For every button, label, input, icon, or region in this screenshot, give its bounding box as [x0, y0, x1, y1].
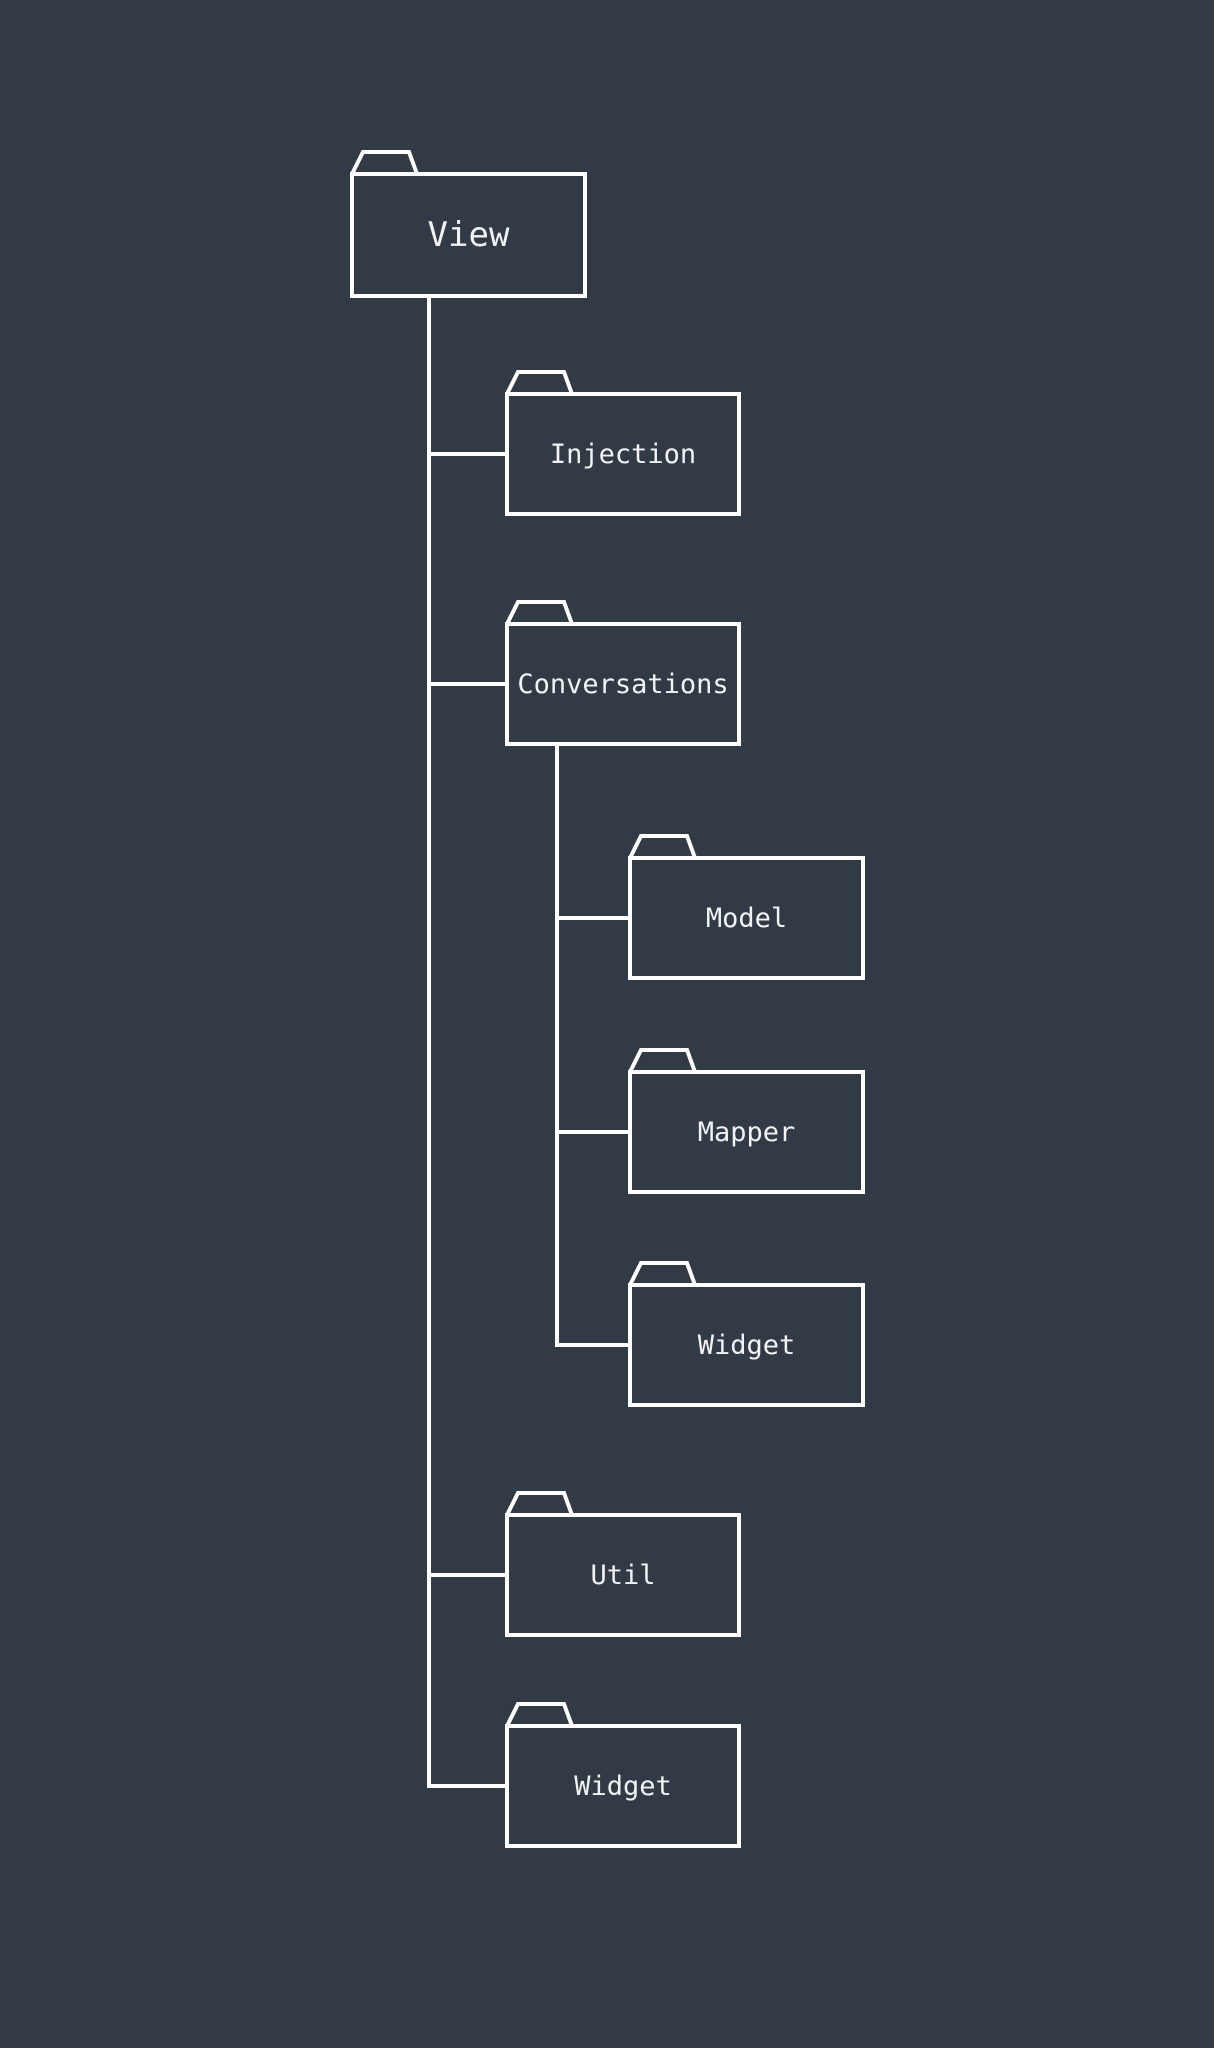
connector-conversations-widget-inner [555, 744, 632, 1347]
folder-label-conversations: Conversations [517, 668, 729, 700]
folder-label-widget-outer: Widget [574, 1770, 672, 1802]
folder-conversations-box [505, 622, 741, 746]
folder-label-view: View [427, 215, 510, 255]
folder-view-box [350, 172, 587, 298]
folder-label-widget-inner: Widget [697, 1329, 796, 1361]
folder-label-mapper: Mapper [697, 1116, 796, 1148]
folder-label-injection: Injection [549, 438, 697, 470]
folder-tab-icon-injection [505, 370, 574, 395]
folder-tab-icon-view [350, 150, 419, 175]
folder-widget-inner-box [628, 1283, 865, 1407]
folder-mapper-box [628, 1070, 865, 1194]
folder-tab-icon-widget-inner [628, 1261, 697, 1286]
folder-label-util: Util [590, 1559, 656, 1591]
folder-util-box [505, 1513, 741, 1637]
folder-tab-icon-mapper [628, 1048, 697, 1073]
folder-tab-icon-model [628, 834, 697, 859]
folder-label-model: Model [705, 902, 788, 934]
folder-tab-icon-widget-outer [505, 1702, 574, 1727]
connector-view-widget-outer [427, 296, 509, 1788]
folder-tab-icon-util [505, 1491, 574, 1516]
folder-model-box [628, 856, 865, 980]
folder-widget-outer-box [505, 1724, 741, 1848]
folder-injection-box [505, 392, 741, 516]
folder-tab-icon-conversations [505, 600, 574, 625]
